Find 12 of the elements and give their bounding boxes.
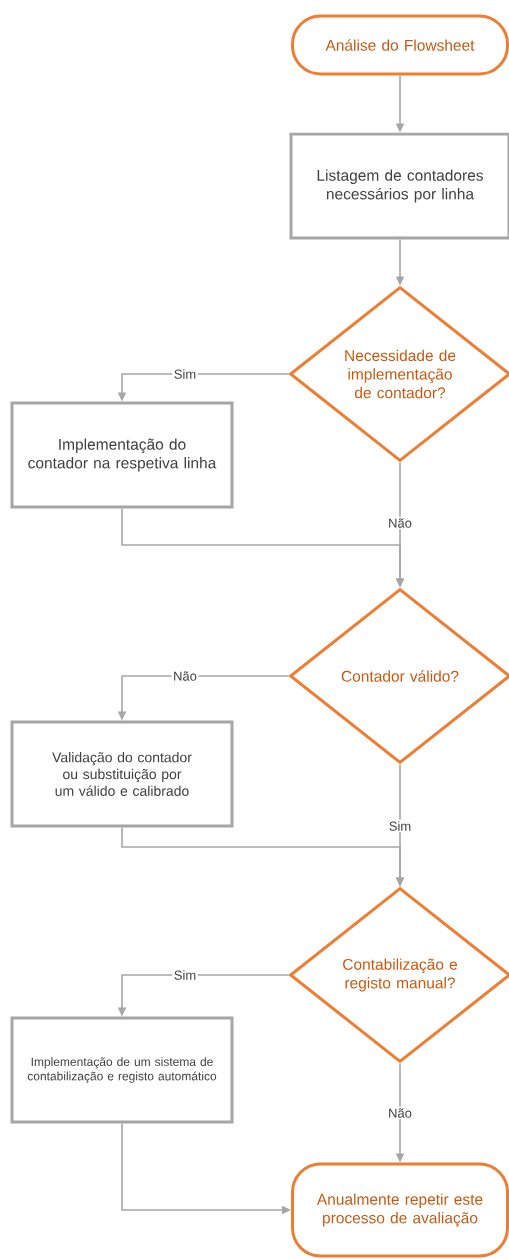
edge-label: Não [171, 669, 199, 683]
edge-label: Sim [172, 367, 198, 381]
terminal-box: Anualmente repetir este processo de avaliação [291, 1162, 509, 1258]
process-box: Listagem de contadores necessários por linha [289, 132, 509, 240]
edge-label: Sim [172, 968, 198, 982]
process-box: Implementação de um sistema de contabilização e registo automático [10, 1016, 234, 1124]
terminal-box: Análise do Flowsheet [291, 14, 509, 76]
process-box: Validação do contador ou substituição por um válido e calibrado [10, 720, 234, 828]
edge-label: Sim [387, 819, 413, 833]
process-box: Implementação do contador na respetiva linha [10, 401, 234, 509]
edge-label: Não [386, 1106, 414, 1120]
edge-label: Não [386, 516, 414, 530]
